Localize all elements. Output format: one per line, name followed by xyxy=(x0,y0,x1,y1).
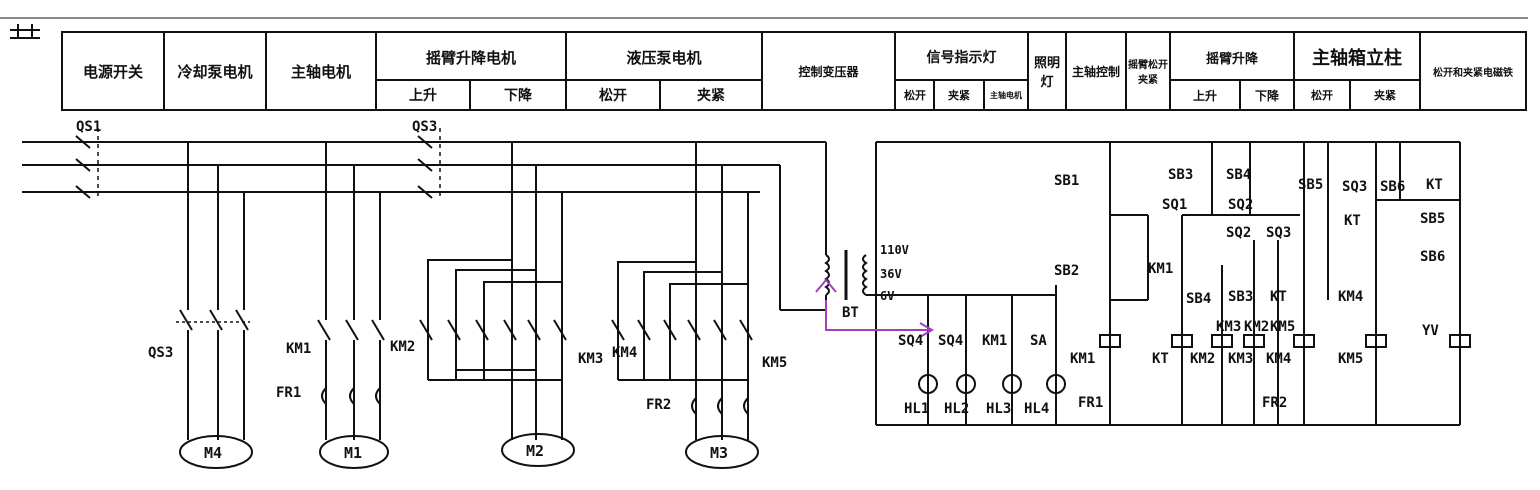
label-bt: BT xyxy=(842,305,859,321)
label-km2: KM2 xyxy=(390,339,416,355)
label-sb2: SB2 xyxy=(1054,263,1080,279)
header-lift-down: 下降 xyxy=(1254,88,1279,103)
header-arm-release-clamp: 摇臂松开夹紧 xyxy=(1128,60,1168,86)
label-kt-mid: KT xyxy=(1344,213,1361,229)
label-hl4: HL4 xyxy=(1024,401,1050,417)
header-arm-lift-motor: 摇臂升降电机 xyxy=(425,48,516,67)
label-km1-contact: KM1 xyxy=(982,333,1008,349)
label-6v: 6V xyxy=(880,289,895,303)
label-sq2-b: SQ2 xyxy=(1226,225,1252,241)
label-sq4-a: SQ4 xyxy=(898,333,924,349)
label-hl1: HL1 xyxy=(904,401,930,417)
label-km2-contact: KM2 xyxy=(1244,319,1270,335)
label-sb6: SB6 xyxy=(1380,179,1406,195)
label-km1-self: KM1 xyxy=(1148,261,1174,277)
label-sb6-b: SB6 xyxy=(1420,249,1446,265)
label-qs1: QS1 xyxy=(76,119,102,135)
header-spindle-motor: 主轴电机 xyxy=(290,62,351,81)
label-sq3-b: SQ3 xyxy=(1342,179,1368,195)
motor-m4-label: M4 xyxy=(204,444,223,462)
label-sb1: SB1 xyxy=(1054,173,1080,189)
label-sq3: SQ3 xyxy=(1266,225,1292,241)
header-sig-release: 松开 xyxy=(904,89,926,102)
label-km1: KM1 xyxy=(286,341,312,357)
label-36v: 36V xyxy=(880,267,902,281)
header-signal-lamps: 信号指示灯 xyxy=(926,50,997,66)
label-fr1: FR1 xyxy=(276,385,302,401)
header-lift-up: 上升 xyxy=(1192,88,1217,103)
label-qs3: QS3 xyxy=(148,345,174,361)
header-sig-clamp: 夹紧 xyxy=(948,89,970,102)
label-hl2: HL2 xyxy=(944,401,970,417)
header-hydraulic-pump: 液压泵电机 xyxy=(626,48,702,67)
label-sq1: SQ1 xyxy=(1162,197,1188,213)
label-km5: KM5 xyxy=(762,355,788,371)
label-qs3-top: QS3 xyxy=(412,119,438,135)
label-sq2: SQ2 xyxy=(1228,197,1254,213)
label-kt-contact: KT xyxy=(1270,289,1287,305)
header-power-switch: 电源开关 xyxy=(82,62,143,81)
label-km3-coil: KM3 xyxy=(1228,351,1254,367)
label-km3: KM3 xyxy=(578,351,604,367)
label-fr2-contact: FR2 xyxy=(1262,395,1288,411)
label-km4-contact: KM4 xyxy=(1338,289,1364,305)
label-sb4-b: SB4 xyxy=(1186,291,1212,307)
header-hyd-release: 松开 xyxy=(599,88,627,104)
label-km4: KM4 xyxy=(612,345,638,361)
motor-m1-label: M1 xyxy=(344,444,363,462)
label-kt-coil: KT xyxy=(1152,351,1169,367)
label-km5-coil: KM5 xyxy=(1338,351,1364,367)
motor-m3-label: M3 xyxy=(710,444,729,462)
label-sq4-b: SQ4 xyxy=(938,333,964,349)
header-control-transformer: 控制变压器 xyxy=(798,64,859,79)
label-sb4: SB4 xyxy=(1226,167,1252,183)
header-coolant-pump: 冷却泵电机 xyxy=(177,62,253,81)
label-km2-coil: KM2 xyxy=(1190,351,1216,367)
header-arm-lift: 摇臂升降 xyxy=(1205,51,1258,67)
label-km4-coil: KM4 xyxy=(1266,351,1292,367)
label-sa: SA xyxy=(1030,333,1047,349)
label-yv: YV xyxy=(1422,323,1439,339)
header-sig-spindle: 主轴电机 xyxy=(990,90,1022,100)
label-sb3: SB3 xyxy=(1168,167,1194,183)
label-110v: 110V xyxy=(880,243,909,257)
header-arm-down: 下降 xyxy=(504,88,532,104)
motor-m2-label: M2 xyxy=(526,442,545,460)
label-sb5: SB5 xyxy=(1298,177,1324,193)
header-col-clamp: 夹紧 xyxy=(1374,89,1396,102)
label-hl3: HL3 xyxy=(986,401,1012,417)
header-col-release: 松开 xyxy=(1311,89,1333,102)
label-km1-coil: KM1 xyxy=(1070,351,1096,367)
header-release-solenoid: 松开和夹紧电磁铁 xyxy=(1433,67,1513,79)
header-arm-up: 上升 xyxy=(409,88,437,104)
header-spindle-control: 主轴控制 xyxy=(1071,64,1120,79)
label-fr1-contact: FR1 xyxy=(1078,395,1104,411)
label-km5-contact: KM5 xyxy=(1270,319,1296,335)
label-fr2: FR2 xyxy=(646,397,672,413)
header-lighting: 照明灯 xyxy=(1033,56,1060,90)
header-column: 主轴箱立柱 xyxy=(1312,48,1402,69)
label-sb5-b: SB5 xyxy=(1420,211,1446,227)
label-sb3-b: SB3 xyxy=(1228,289,1254,305)
label-kt-top: KT xyxy=(1426,177,1443,193)
label-km3-contact: KM3 xyxy=(1216,319,1242,335)
header-hyd-clamp: 夹紧 xyxy=(697,88,725,104)
